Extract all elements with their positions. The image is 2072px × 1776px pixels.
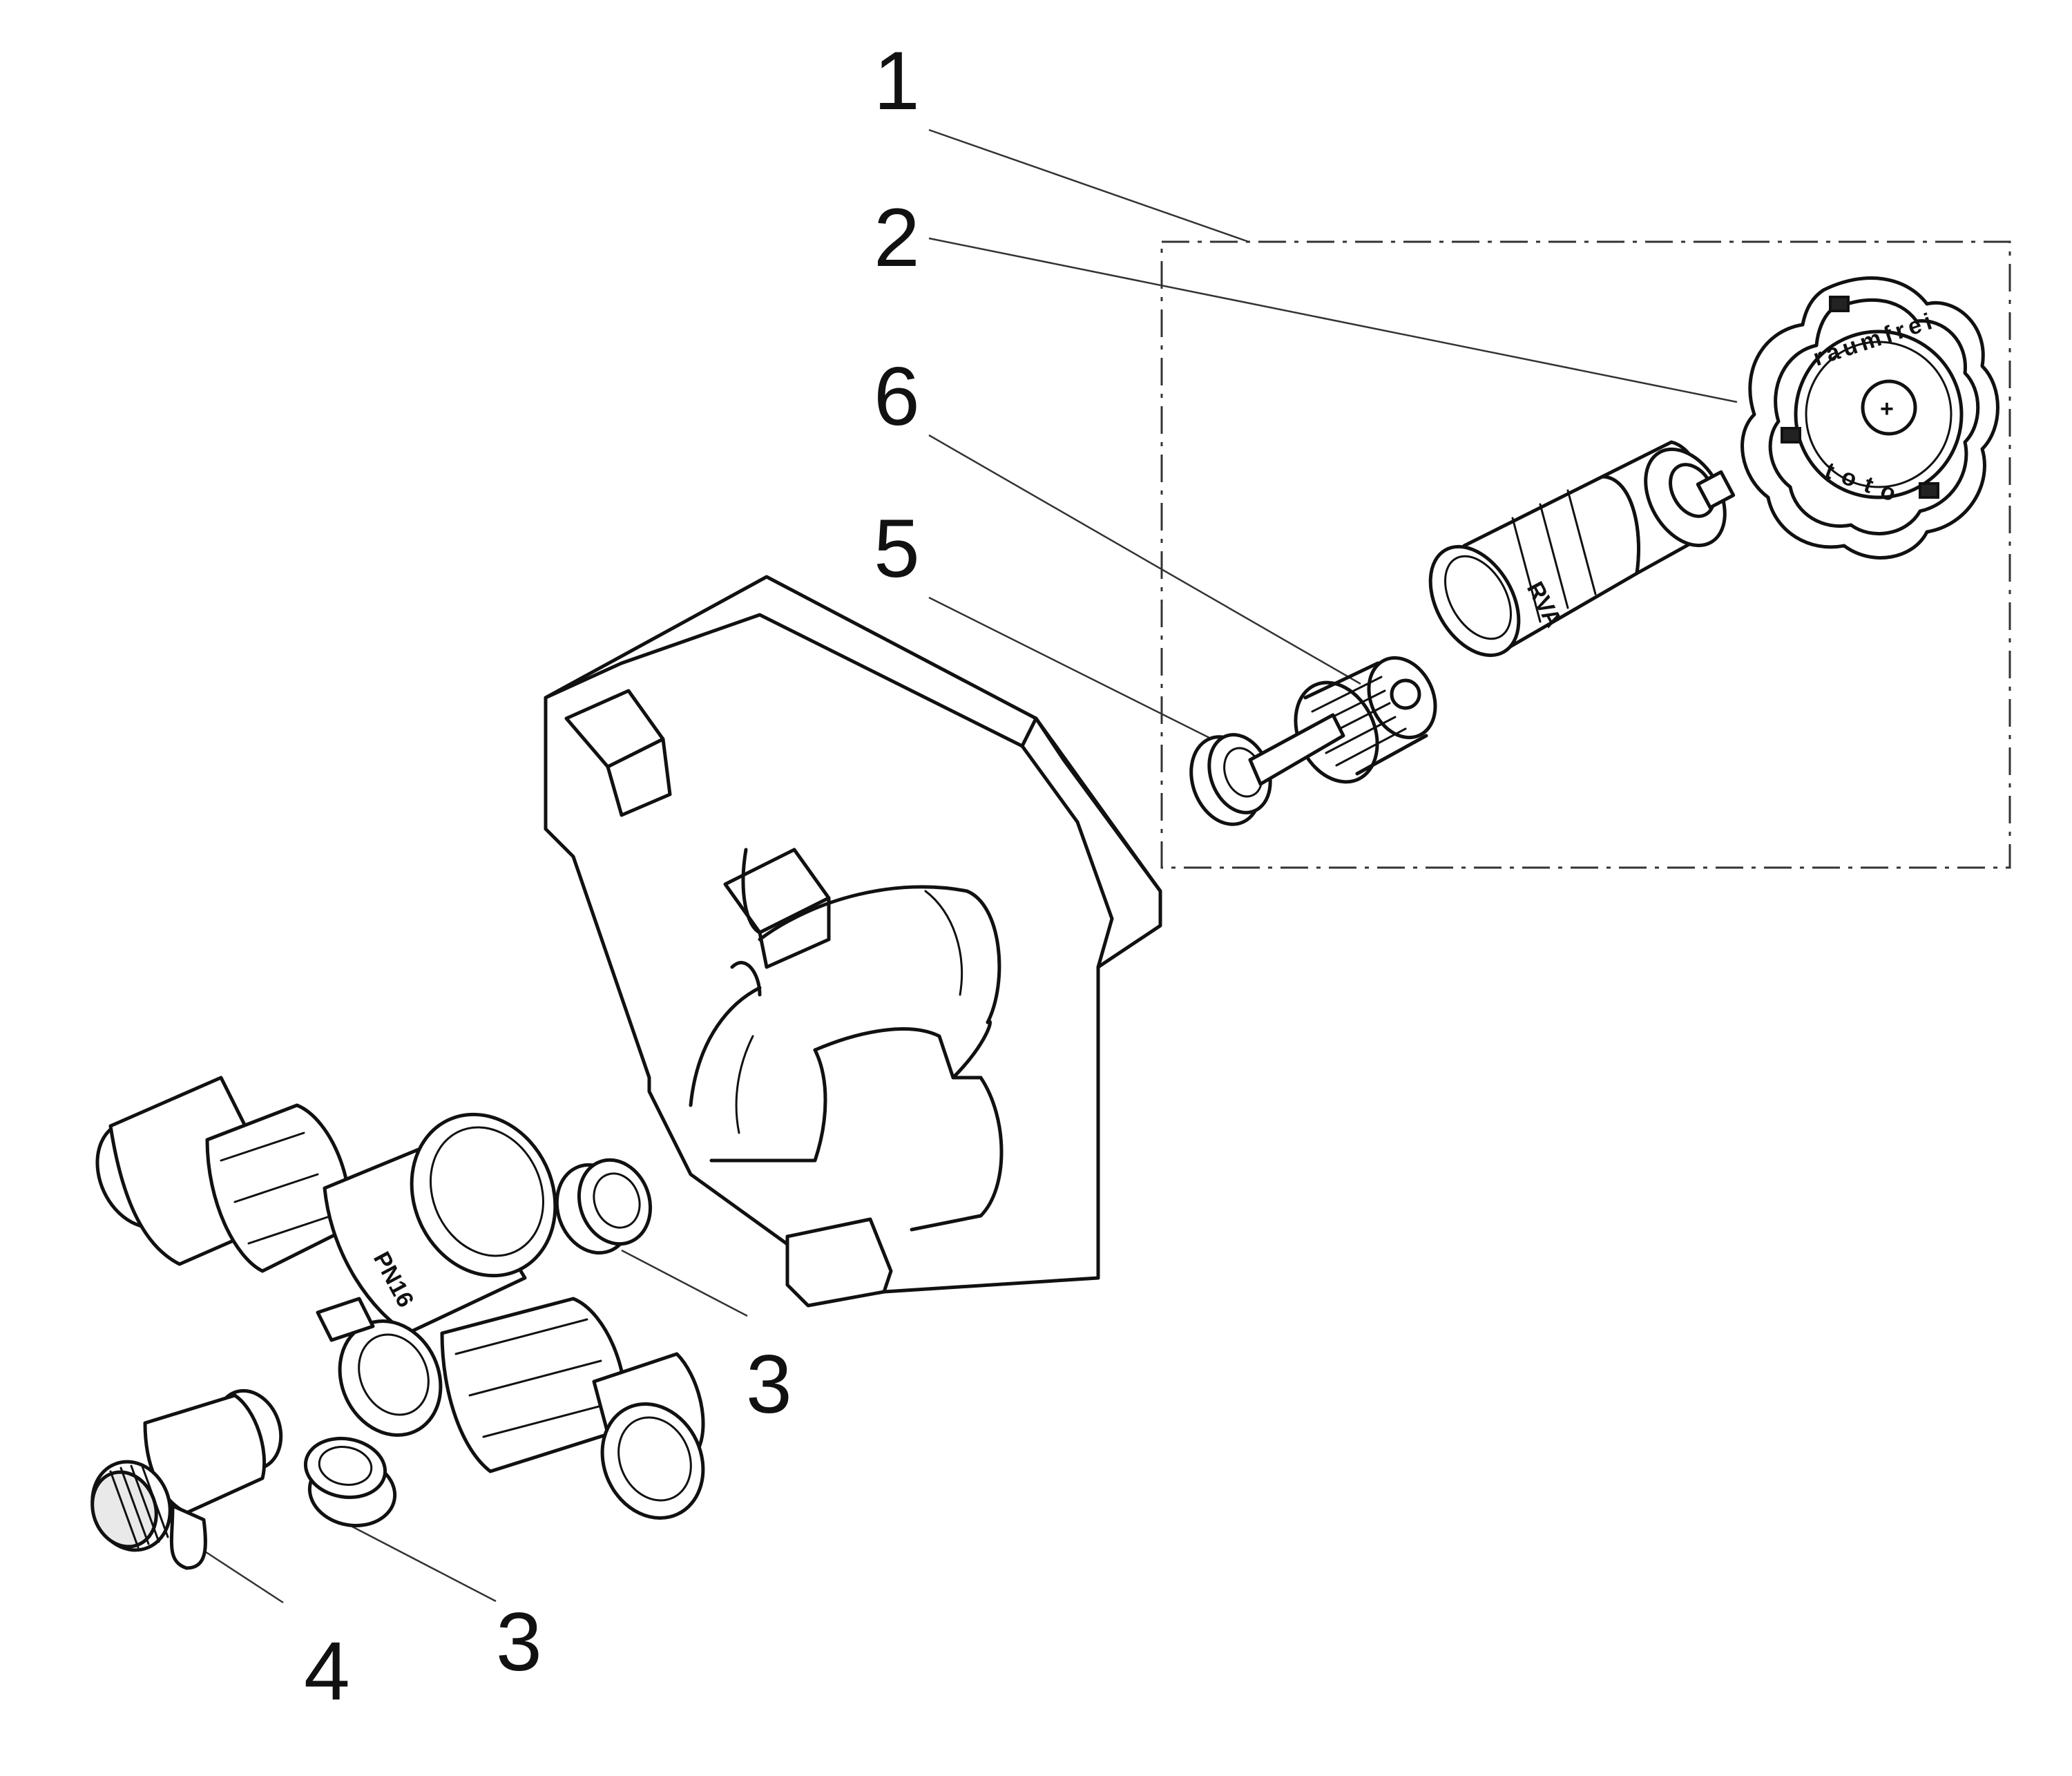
leader-1 [928,128,1249,243]
ball-valve-body: PN16 [95,1076,705,1520]
leader-3b [352,1525,497,1603]
leader-3a [621,1249,748,1317]
leader-6 [928,434,1361,685]
callout-3-upper: 3 [746,1338,792,1431]
plug-upper [555,1158,653,1255]
leader-lines [193,128,1738,1604]
callout-1: 1 [874,35,920,127]
callout-6: 6 [874,350,920,443]
leader-2 [928,237,1738,403]
callouts: 1 2 6 5 3 3 4 [304,35,920,1717]
valve-insert: RVA [1428,440,1736,658]
stem-seal [1189,713,1345,826]
drain-valve [90,1388,283,1570]
callout-3-lower: 3 [496,1596,542,1688]
callout-5: 5 [874,502,920,595]
assembly-group-boundary [1160,240,2011,869]
callout-4: 4 [304,1625,350,1717]
handwheel: + raumfrei toto [1740,276,1999,560]
handwheel-center-symbol: + [1880,396,1894,422]
insulation-shell [544,575,1162,1308]
leader-4 [193,1543,284,1604]
leader-5 [928,596,1227,747]
plug-lower [303,1436,397,1527]
callout-2: 2 [874,191,920,284]
spring [1294,656,1437,784]
